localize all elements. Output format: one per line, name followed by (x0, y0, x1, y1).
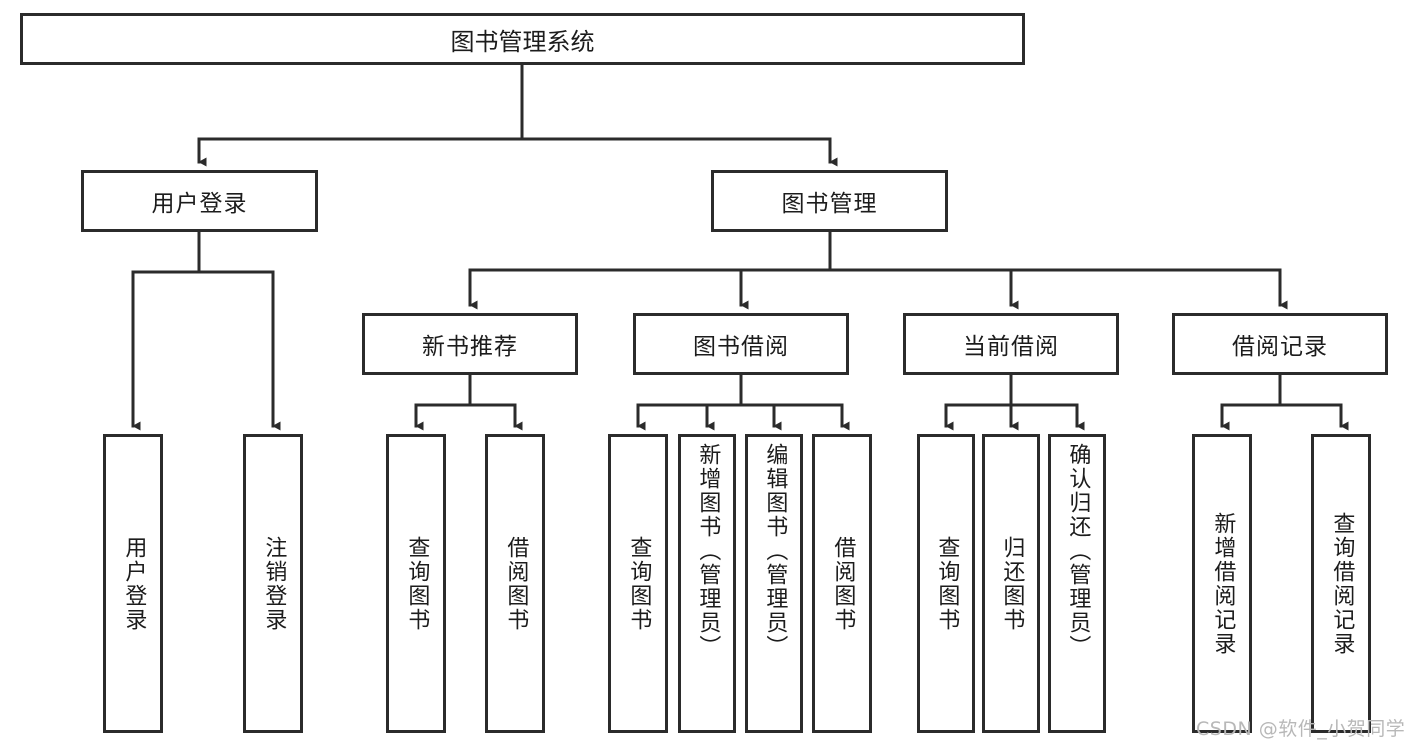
node-leaf-logout[interactable]: 注销登录 (243, 434, 303, 733)
node-book-manage[interactable]: 图书管理 (711, 170, 948, 232)
node-leaf-query-book-recommend-label: 查询图书 (404, 535, 430, 632)
node-leaf-user-login[interactable]: 用户登录 (103, 434, 163, 733)
node-leaf-query-book-recommend[interactable]: 查询图书 (386, 434, 446, 733)
node-borrow-record[interactable]: 借阅记录 (1172, 313, 1388, 375)
node-leaf-logout-label: 注销登录 (261, 535, 287, 632)
csdn-watermark: CSDN @软件_小贺同学 (1196, 718, 1405, 740)
node-leaf-query-borrow-record-label: 查询借阅记录 (1329, 511, 1355, 656)
node-leaf-query-borrow-record[interactable]: 查询借阅记录 (1311, 434, 1371, 733)
node-leaf-return-book-label: 归还图书 (999, 535, 1025, 632)
node-leaf-borrow-book-recommend[interactable]: 借阅图书 (485, 434, 545, 733)
node-leaf-add-book-admin-label: 新增图书（管理员） (695, 443, 721, 659)
node-leaf-add-borrow-record-label: 新增借阅记录 (1210, 511, 1236, 656)
node-leaf-confirm-return-admin-label: 确认归还（管理员） (1065, 443, 1091, 659)
node-leaf-return-book[interactable]: 归还图书 (982, 434, 1040, 733)
node-leaf-query-book-current[interactable]: 查询图书 (917, 434, 975, 733)
node-leaf-query-book-borrow[interactable]: 查询图书 (608, 434, 668, 733)
node-new-book-recommend[interactable]: 新书推荐 (362, 313, 578, 375)
node-leaf-borrow-book-recommend-label: 借阅图书 (503, 535, 529, 632)
node-borrow-record-label: 借阅记录 (1232, 334, 1328, 360)
node-book-manage-label: 图书管理 (781, 191, 878, 217)
node-root-system[interactable]: 图书管理系统 (20, 13, 1025, 65)
node-leaf-edit-book-admin[interactable]: 编辑图书（管理员） (745, 434, 803, 733)
node-root-label: 图书管理系统 (450, 27, 595, 56)
node-leaf-borrow-book[interactable]: 借阅图书 (812, 434, 872, 733)
node-leaf-add-book-admin[interactable]: 新增图书（管理员） (678, 434, 736, 733)
node-new-book-recommend-label: 新书推荐 (422, 334, 518, 360)
node-leaf-edit-book-admin-label: 编辑图书（管理员） (762, 443, 788, 659)
node-leaf-user-login-label: 用户登录 (121, 535, 147, 632)
node-leaf-confirm-return-admin[interactable]: 确认归还（管理员） (1048, 434, 1106, 733)
node-book-borrow[interactable]: 图书借阅 (633, 313, 849, 375)
node-leaf-add-borrow-record[interactable]: 新增借阅记录 (1192, 434, 1252, 733)
node-current-borrow-label: 当前借阅 (963, 334, 1059, 360)
node-current-borrow[interactable]: 当前借阅 (903, 313, 1119, 375)
node-leaf-borrow-book-label: 借阅图书 (830, 535, 856, 632)
node-user-login-label: 用户登录 (151, 191, 248, 217)
node-user-login[interactable]: 用户登录 (81, 170, 318, 232)
node-leaf-query-book-borrow-label: 查询图书 (626, 535, 652, 632)
node-book-borrow-label: 图书借阅 (693, 334, 789, 360)
node-leaf-query-book-current-label: 查询图书 (934, 535, 960, 632)
